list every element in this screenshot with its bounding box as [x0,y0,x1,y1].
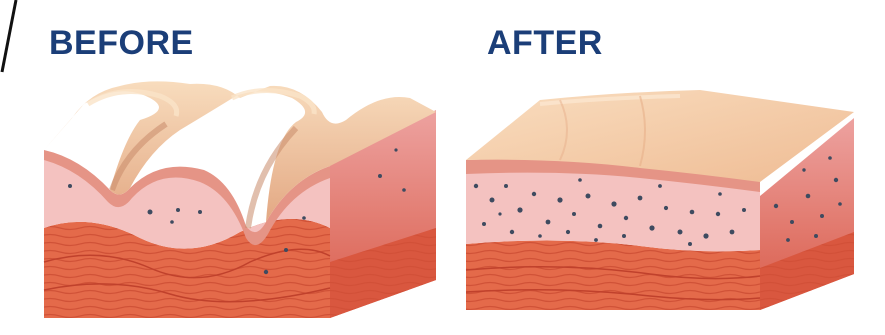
after-skin-block [466,90,854,310]
after-label: AFTER [487,26,603,60]
divider-line [2,0,16,72]
before-skin-block [44,81,436,318]
before-label: BEFORE [49,26,194,60]
